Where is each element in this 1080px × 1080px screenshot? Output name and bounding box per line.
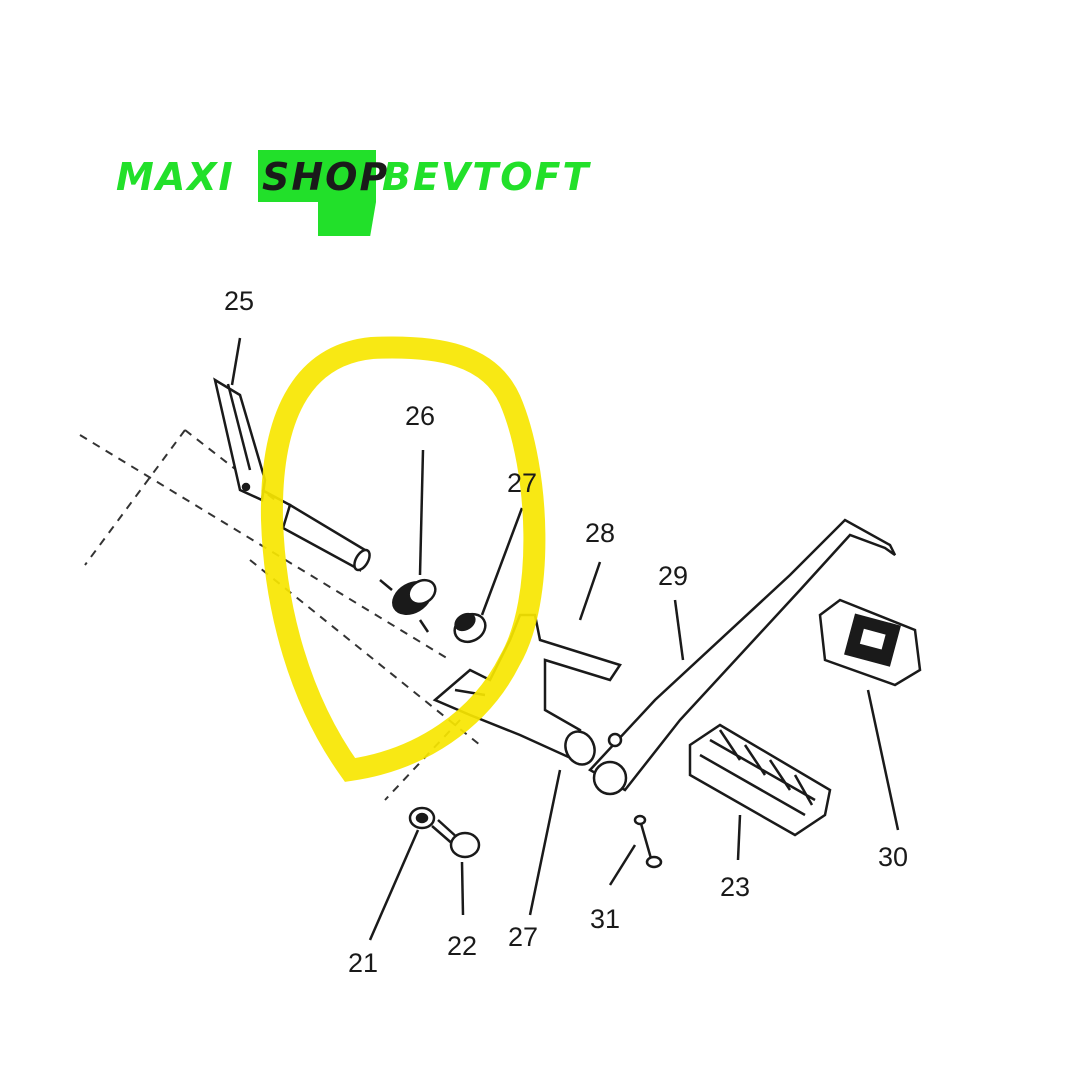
part-30-footpeg-rubber — [818, 598, 922, 687]
maxishop-bevtoft-logo: MAXI SHOP BEVTOFT — [112, 150, 632, 240]
part-27-bushing-top — [453, 612, 487, 644]
shaft — [281, 503, 371, 572]
dashed-line-left — [84, 429, 186, 566]
callout-30: 30 — [878, 842, 908, 872]
leader-31 — [608, 844, 637, 886]
part-29-gear-lever — [588, 518, 897, 796]
yellow-highlight-circle — [260, 336, 546, 782]
leader-22 — [460, 861, 465, 916]
part-23-pedal-rubber — [688, 723, 832, 837]
logo-shop-background — [258, 150, 376, 202]
callout-21: 21 — [348, 948, 378, 978]
leader-23 — [736, 814, 742, 861]
leader-27-top — [480, 507, 524, 616]
logo-text-bevtoft: BEVTOFT — [382, 155, 591, 199]
leader-28 — [578, 561, 602, 621]
logo-text-maxi: MAXI — [116, 155, 235, 199]
callout-29: 29 — [658, 561, 688, 591]
callout-27-top: 27 — [507, 468, 537, 498]
leader-lines — [230, 337, 900, 941]
logo-text-shop: SHOP — [262, 155, 390, 199]
leader-21 — [368, 829, 420, 941]
callout-27-bottom: 27 — [508, 922, 538, 952]
part-22-bolt — [431, 819, 481, 859]
leader-29 — [673, 599, 685, 661]
part-31-screw — [633, 814, 663, 869]
part-21-washer — [408, 806, 436, 830]
callout-22: 22 — [447, 931, 477, 961]
leader-30 — [866, 689, 900, 831]
callout-25: 25 — [224, 286, 254, 316]
callout-28: 28 — [585, 518, 615, 548]
callout-26: 26 — [405, 401, 435, 431]
leader-25 — [230, 337, 242, 386]
callout-31: 31 — [590, 904, 620, 934]
part-26-spring — [379, 578, 437, 633]
logo-shop-tab — [318, 202, 376, 236]
leader-26 — [418, 449, 425, 576]
leader-27-bottom — [528, 769, 562, 916]
callout-23: 23 — [720, 872, 750, 902]
